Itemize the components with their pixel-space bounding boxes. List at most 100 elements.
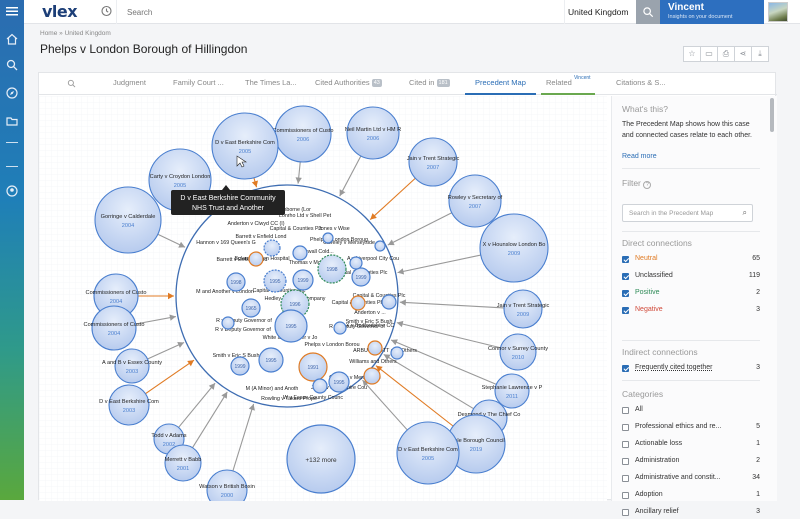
inner-case-label[interactable]: Lonrho Ltd v Shell Pet — [279, 213, 332, 219]
inner-case-node[interactable] — [350, 295, 366, 311]
compass-icon[interactable] — [5, 86, 19, 100]
inner-case-node[interactable]: 1995 — [258, 347, 284, 373]
inner-case-label[interactable]: W v Essex County Counc — [283, 395, 343, 401]
share-icon[interactable]: ⋖ — [734, 46, 752, 62]
inner-case-label[interactable]: M (A Minor) and Anoth — [246, 386, 299, 392]
folder-icon[interactable]: ▭ — [700, 46, 718, 62]
download-icon[interactable]: ⤓ — [751, 46, 769, 62]
panel-scrollbar[interactable] — [770, 98, 774, 132]
inner-case-node[interactable] — [263, 239, 281, 257]
checkbox[interactable] — [622, 475, 629, 482]
inner-case-node[interactable]: 1999 — [351, 267, 371, 287]
inner-case-node[interactable]: 1995 — [263, 269, 287, 293]
search-icon[interactable] — [5, 58, 19, 72]
inner-case-label[interactable]: X v Bedfordshire CC — [346, 323, 394, 329]
inner-case-label[interactable]: Phelps v London Boroug — [310, 237, 368, 243]
inner-case-node[interactable]: 1998 — [317, 254, 347, 284]
inner-case-label[interactable]: ARBUTHNOTT and Others — [353, 348, 417, 354]
checkbox[interactable] — [622, 307, 629, 314]
inner-case-label[interactable]: R v Deputy Governor of — [216, 318, 272, 324]
inner-case-label[interactable]: Rowling v Takaro Prope — [261, 396, 317, 402]
tab-precedent-map[interactable]: Precedent Map — [465, 73, 536, 95]
filter-search-input[interactable]: Search in the Precedent Map ⌕ — [622, 204, 753, 222]
vlex-logo[interactable]: vlex — [42, 2, 78, 21]
inner-case-label[interactable]: Barrett v Enfield Lond — [236, 234, 287, 240]
inner-case-node[interactable] — [390, 346, 404, 360]
tab-search-icon[interactable] — [67, 73, 76, 95]
checkbox[interactable] — [622, 509, 629, 516]
breadcrumb-country[interactable]: United Kingdom — [64, 30, 111, 37]
inner-case-label[interactable]: Hannon v 169 Queen's G — [196, 240, 256, 246]
inner-case-label[interactable]: M and Another v London — [196, 289, 254, 295]
user-icon[interactable] — [5, 184, 19, 198]
inner-case-node[interactable] — [292, 245, 308, 261]
inner-case-label[interactable]: Anderton v ... — [354, 310, 386, 316]
checkbox[interactable] — [622, 256, 629, 263]
inner-case-node[interactable] — [374, 240, 386, 252]
print-icon[interactable]: ⎙ — [717, 46, 735, 62]
inner-case-node[interactable] — [333, 321, 347, 335]
category-item[interactable]: Administrative and constit...34 — [622, 473, 760, 485]
vincent-button[interactable]: Vincent Insights on your document — [660, 0, 764, 24]
inner-case-node[interactable] — [312, 378, 328, 394]
inner-case-node[interactable] — [248, 251, 264, 267]
inner-case-label[interactable]: R v Deputy Governor of — [329, 324, 385, 330]
menu-icon[interactable] — [5, 4, 19, 18]
read-more-link[interactable]: Read more — [622, 153, 657, 160]
tab-related[interactable]: Related Vincent — [546, 73, 591, 95]
inner-case-label[interactable]: Anderton v Clwyd CC (I) — [227, 221, 284, 227]
help-icon[interactable]: ? — [643, 181, 652, 189]
checkbox[interactable] — [622, 407, 629, 414]
inner-case-label[interactable]: Cornwall Cold... — [296, 249, 333, 255]
inner-case-node[interactable] — [367, 340, 383, 356]
inner-case-label[interactable]: Capital & Counties Plc — [270, 226, 323, 232]
checkbox[interactable] — [622, 273, 629, 280]
inner-case-node[interactable] — [363, 367, 381, 385]
tab-judgment[interactable]: Judgment — [113, 73, 146, 95]
inner-case-node[interactable] — [349, 256, 363, 270]
inner-case-label[interactable]: Smith v Eric S Bush — [213, 353, 260, 359]
inner-case-label[interactable]: Phelps v London Borou — [304, 342, 359, 348]
checkbox[interactable] — [622, 290, 629, 297]
tab-citations[interactable]: Citations & S... — [616, 73, 666, 95]
inner-case-label[interactable]: A v Liverpool City Cou — [347, 256, 399, 262]
checkbox[interactable] — [622, 492, 629, 499]
checkbox[interactable] — [622, 458, 629, 465]
inner-case-node[interactable]: 1965 — [241, 298, 261, 318]
inner-case-label[interactable]: Jones v Wise — [318, 226, 350, 232]
inner-case-label[interactable]: Caveley v Merseyside — [329, 375, 381, 381]
inner-case-node[interactable] — [322, 232, 334, 244]
checkbox[interactable] — [622, 441, 629, 448]
inner-case-node[interactable]: 1995 — [328, 371, 350, 393]
tab-cited-authorities[interactable]: Cited Authorities 43 — [315, 73, 382, 95]
inner-case-node[interactable]: 1995 — [274, 309, 308, 343]
search-button[interactable] — [636, 0, 660, 24]
inner-case-node[interactable] — [381, 294, 397, 310]
inner-case-node[interactable]: 1999 — [230, 356, 250, 376]
inner-case-node[interactable] — [221, 316, 235, 330]
folder-icon[interactable] — [5, 114, 19, 128]
inner-case-node[interactable]: 1991 — [298, 352, 328, 382]
category-item[interactable]: Professional ethics and re...5 — [622, 422, 760, 434]
inner-case-node[interactable]: 1999 — [292, 269, 314, 291]
inner-case-label[interactable]: Thomas v Mold... — [289, 260, 330, 266]
